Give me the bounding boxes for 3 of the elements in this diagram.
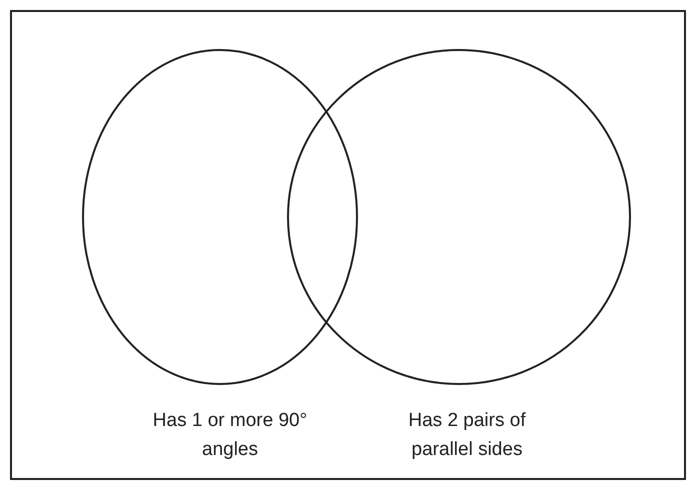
universal-set-rectangle	[10, 10, 686, 480]
set-label: Has 2 pairs of parallel sides	[407, 409, 527, 462]
set-label: Has 1 or more 90° angles	[152, 409, 308, 462]
